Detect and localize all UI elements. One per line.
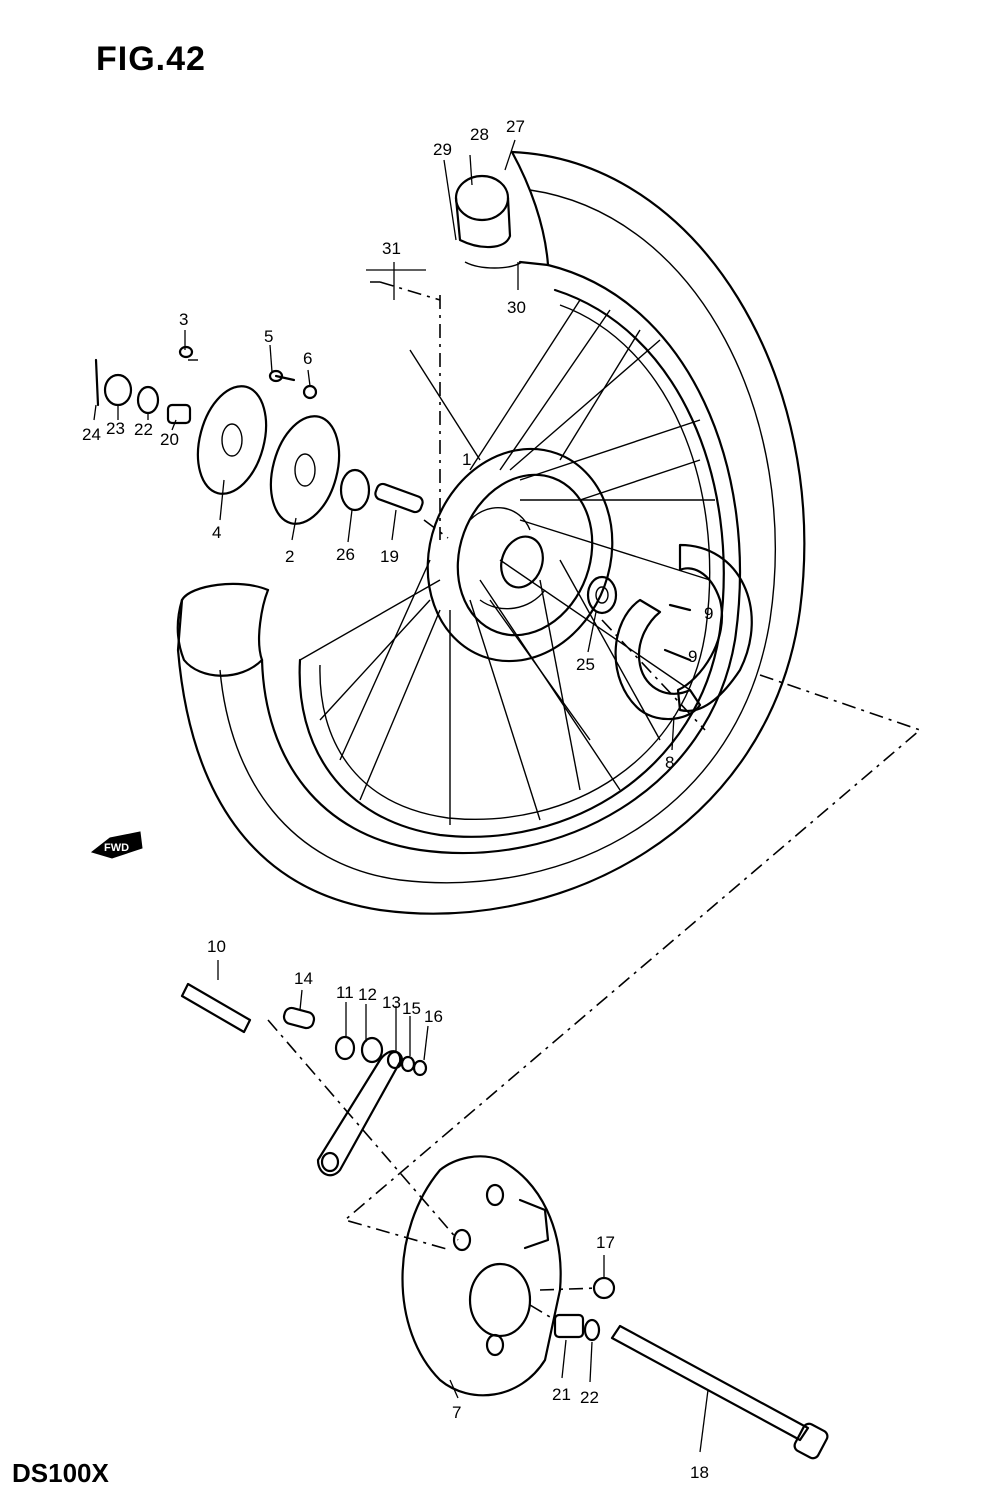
brake-panel-assembly <box>180 982 829 1460</box>
callout-26: 26 <box>336 545 355 564</box>
figure-title: FIG.42 <box>96 40 206 78</box>
callout-30: 30 <box>507 298 526 317</box>
callout-14: 14 <box>294 969 313 988</box>
hub <box>426 447 618 663</box>
callout-2: 2 <box>285 547 294 566</box>
callout-23: 23 <box>106 419 125 438</box>
callout-16: 16 <box>424 1007 443 1026</box>
callout-19: 19 <box>380 547 399 566</box>
callout-4: 4 <box>212 523 221 542</box>
brake-shoes <box>614 543 753 721</box>
callout-21: 21 <box>552 1385 571 1404</box>
callout-1: 1 <box>462 450 471 469</box>
callout-22b: 22 <box>580 1388 599 1407</box>
assembly-lines <box>267 281 922 1321</box>
rim <box>298 288 725 838</box>
callout-6: 6 <box>303 349 312 368</box>
callout-28: 28 <box>470 125 489 144</box>
callout-9a: 9 <box>704 604 713 623</box>
callout-29: 29 <box>433 140 452 159</box>
leader-lines <box>93 139 709 1453</box>
fwd-arrow-icon: FWD <box>90 831 143 859</box>
spokes <box>299 299 715 825</box>
callout-numbers: 1 2 3 4 5 6 7 8 9 9 10 11 12 13 14 15 16… <box>82 117 713 1482</box>
callout-31: 31 <box>382 239 401 258</box>
model-label: DS100X <box>12 1458 109 1488</box>
callout-13: 13 <box>382 993 401 1012</box>
callout-17: 17 <box>596 1233 615 1252</box>
callout-20: 20 <box>160 430 179 449</box>
callout-12: 12 <box>358 985 377 1004</box>
callout-24: 24 <box>82 425 101 444</box>
callout-18: 18 <box>690 1463 709 1482</box>
sprocket-assembly <box>94 345 424 525</box>
callout-11: 11 <box>336 983 354 1002</box>
fwd-label: FWD <box>104 842 129 854</box>
callout-3: 3 <box>179 310 188 329</box>
callout-9b: 9 <box>688 647 697 666</box>
callout-22a: 22 <box>134 420 153 439</box>
callout-10: 10 <box>207 937 226 956</box>
callout-15: 15 <box>402 999 421 1018</box>
callout-8: 8 <box>665 753 674 772</box>
tire <box>176 150 806 915</box>
rim-band-parts <box>454 174 523 269</box>
callout-5: 5 <box>264 327 273 346</box>
callout-25: 25 <box>576 655 595 674</box>
callout-27: 27 <box>506 117 525 136</box>
callout-7: 7 <box>452 1403 461 1422</box>
